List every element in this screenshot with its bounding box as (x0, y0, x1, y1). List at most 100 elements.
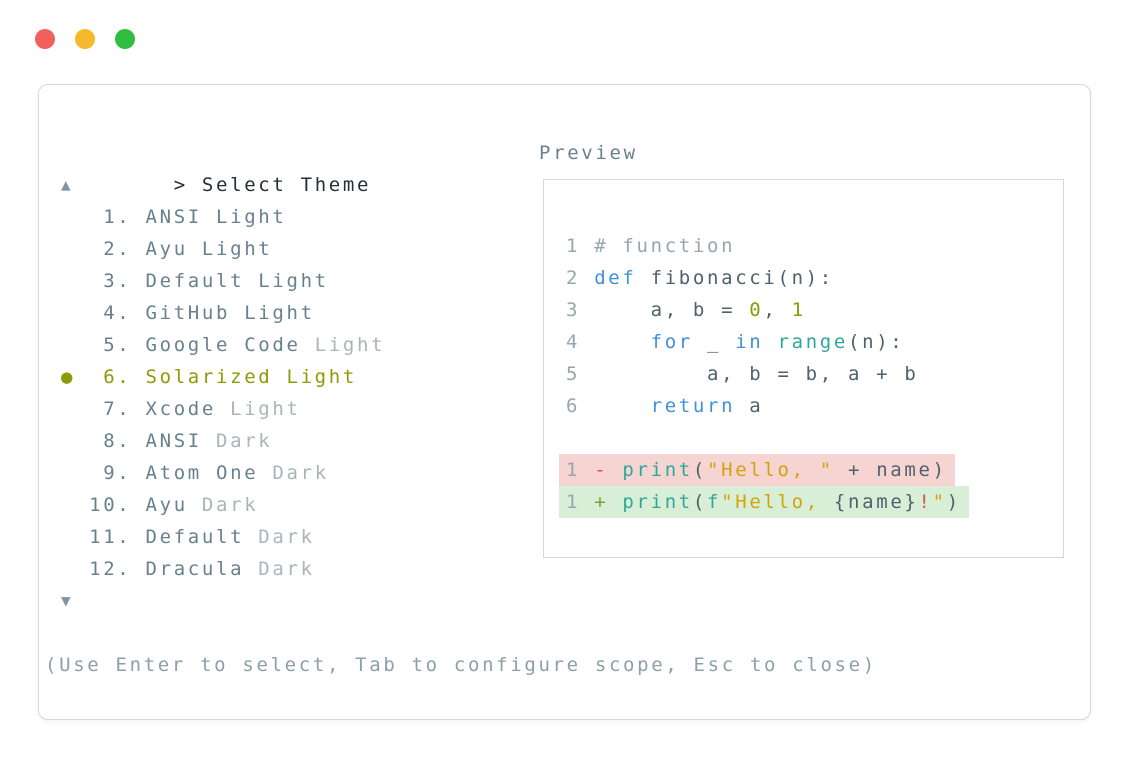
theme-item-variant: Light (300, 334, 386, 356)
code-token-ln: 1 (566, 459, 595, 481)
code-token-pl: {name} (833, 491, 919, 513)
diff-highlight: 1 + print(f"Hello, {name}!") (559, 486, 969, 518)
code-token-kw: def (594, 267, 637, 289)
close-button[interactable] (35, 29, 55, 49)
theme-item-name: Default Light (145, 270, 329, 292)
minimize-button[interactable] (75, 29, 95, 49)
theme-list-item[interactable]: 7. Xcode Light (61, 393, 385, 425)
window-controls (35, 29, 135, 49)
theme-item-number: 3. (75, 270, 146, 292)
code-token-str: " (932, 491, 947, 513)
code-token-kw: in (735, 331, 764, 353)
scroll-up-icon[interactable]: ▲ (61, 175, 74, 194)
picker-title-row: > Select Theme (61, 137, 385, 196)
marker-spacer (61, 425, 75, 457)
code-token-fn: range (777, 331, 849, 353)
code-token-pl: + name) (833, 459, 947, 481)
code-token-del: - (594, 459, 623, 481)
code-token-kw: for (650, 331, 693, 353)
theme-item-name: Ayu (145, 494, 188, 516)
code-token-fn: print (622, 459, 693, 481)
selection-bullet-icon: ● (61, 366, 76, 388)
theme-picker-left-column: > Select Theme ▲ 1. ANSI Light 2. Ayu Lig… (61, 137, 385, 617)
theme-item-variant: Dark (201, 430, 273, 452)
theme-item-number: 6. (75, 366, 146, 388)
code-token-pl: ) (946, 491, 961, 513)
code-token-pl: fibonacci(n): (636, 267, 834, 289)
code-token-pl (763, 331, 777, 353)
preview-code-line (566, 422, 1063, 454)
code-token-pl: a (735, 395, 764, 417)
keyboard-hint: (Use Enter to select, Tab to configure s… (45, 654, 877, 676)
theme-item-number: 2. (75, 238, 146, 260)
code-token-str: "Hello, (721, 491, 834, 513)
code-token-pl (594, 331, 650, 353)
marker-spacer (61, 489, 75, 521)
theme-item-name: Default (145, 526, 245, 548)
code-token-fn: f (707, 491, 722, 513)
zoom-button[interactable] (115, 29, 135, 49)
marker-spacer (61, 521, 75, 553)
code-token-ln: 5 (566, 363, 595, 385)
theme-item-name: GitHub Light (145, 302, 315, 324)
theme-item-name: Atom One (145, 462, 259, 484)
code-token-pl: a, b = (594, 299, 750, 321)
theme-item-number: 7. (75, 398, 146, 420)
code-token-ln: 1 (566, 235, 595, 257)
theme-item-name: ANSI Light (145, 206, 287, 228)
diff-removed-line: 1 - print("Hello, " + name) (559, 454, 1063, 486)
theme-item-variant: Dark (244, 526, 315, 548)
code-token-num: 1 (791, 299, 806, 321)
preview-code-line: 2 def fibonacci(n): (566, 262, 1063, 294)
theme-item-number: 1. (75, 206, 146, 228)
preview-code-line: 6 return a (566, 390, 1063, 422)
theme-list-item[interactable]: 4. GitHub Light (61, 297, 385, 329)
theme-list-item-selected[interactable]: ● 6. Solarized Light (61, 361, 385, 393)
marker-spacer (61, 457, 75, 489)
preview-code-line: 4 for _ in range(n): (566, 326, 1063, 358)
scroll-down-icon[interactable]: ▼ (61, 591, 74, 610)
theme-item-name: Ayu Light (145, 238, 273, 260)
code-token-ln: 2 (566, 267, 595, 289)
theme-list-item[interactable]: 3. Default Light (61, 265, 385, 297)
theme-item-name: Solarized Light (145, 366, 357, 388)
code-token-pl: ( (692, 491, 708, 513)
code-token-pl: ( (692, 459, 708, 481)
theme-list-item[interactable]: 8. ANSI Dark (61, 425, 385, 457)
theme-picker-panel: > Select Theme ▲ 1. ANSI Light 2. Ayu Lig… (38, 84, 1091, 720)
diff-added-line: 1 + print(f"Hello, {name}!") (559, 486, 1063, 518)
picker-title: Select Theme (201, 174, 372, 196)
code-token-pl: _ (692, 331, 736, 353)
theme-item-variant: Dark (187, 494, 259, 516)
marker-spacer (61, 329, 75, 361)
theme-list-item[interactable]: 10. Ayu Dark (61, 489, 385, 521)
theme-list-item[interactable]: 2. Ayu Light (61, 233, 385, 265)
theme-item-variant: Dark (258, 462, 329, 484)
marker-spacer (61, 393, 75, 425)
code-token-ln: 4 (566, 331, 595, 353)
theme-item-number: 8. (75, 430, 146, 452)
theme-item-name: Google Code (145, 334, 301, 356)
theme-list-item[interactable]: 12. Dracula Dark (61, 553, 385, 585)
preview-code-line: 5 a, b = b, a + b (566, 358, 1063, 390)
theme-list-item[interactable]: 9. Atom One Dark (61, 457, 385, 489)
theme-list-item[interactable]: 5. Google Code Light (61, 329, 385, 361)
marker-spacer (61, 265, 75, 297)
diff-highlight: 1 - print("Hello, " + name) (559, 454, 955, 486)
theme-item-number: 9. (75, 462, 146, 484)
code-token-pl: a, b = b, a + b (594, 363, 919, 385)
code-token-pl (594, 395, 650, 417)
marker-spacer (61, 553, 75, 585)
preview-code-line: 1 # function (566, 230, 1063, 262)
theme-list: 1. ANSI Light 2. Ayu Light 3. Default Li… (61, 201, 385, 585)
theme-item-number: 5. (75, 334, 146, 356)
theme-list-item[interactable]: 11. Default Dark (61, 521, 385, 553)
marker-spacer (61, 201, 75, 233)
theme-item-number: 11. (75, 526, 146, 548)
theme-item-number: 12. (75, 558, 146, 580)
code-token-add: + (594, 491, 623, 513)
code-token-fn: print (622, 491, 693, 513)
prompt-chevron-icon: > (173, 174, 188, 196)
theme-list-item[interactable]: 1. ANSI Light (61, 201, 385, 233)
